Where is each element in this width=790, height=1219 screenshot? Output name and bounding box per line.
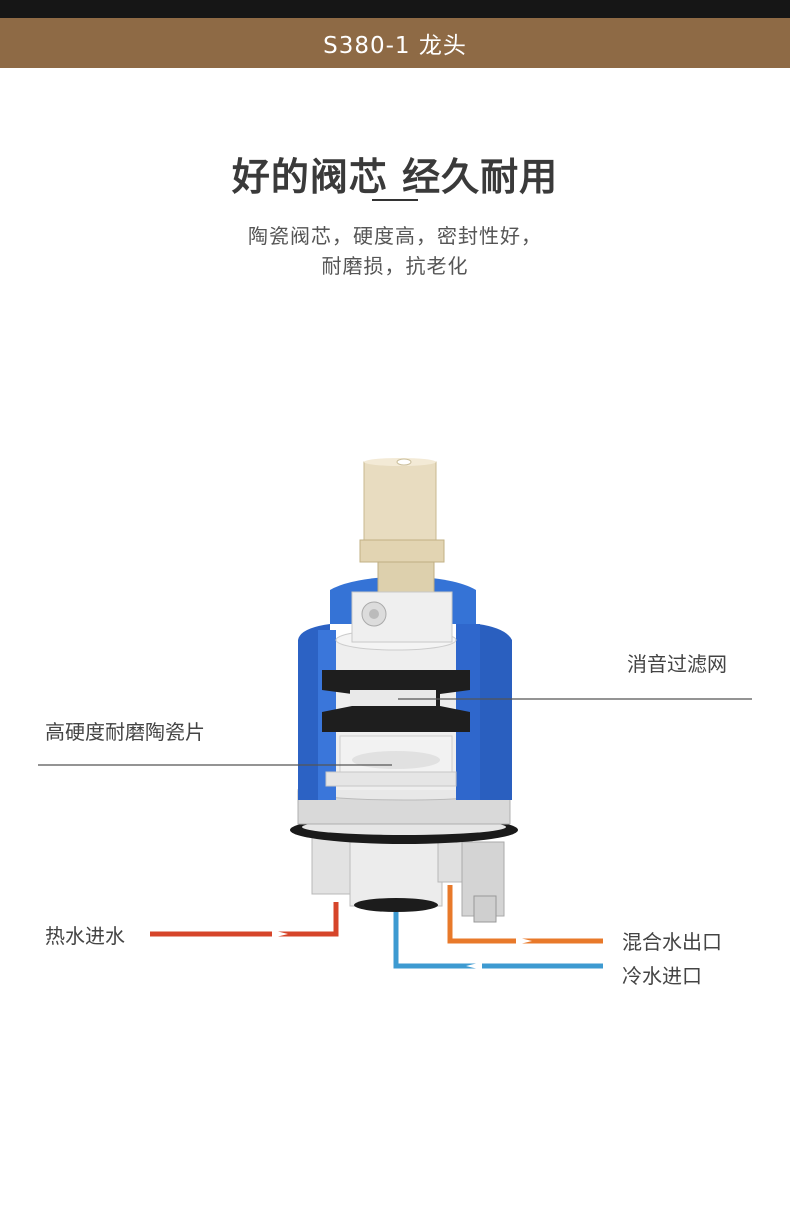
cold-flow-arrow xyxy=(466,962,482,970)
ceramic-disc xyxy=(325,735,457,787)
cold-water-pipe xyxy=(393,912,603,969)
top-bar xyxy=(0,0,790,18)
hot-flow-arrow xyxy=(272,930,288,938)
shaft xyxy=(351,591,453,643)
mixed-water-outlet-label: 混合水出口 xyxy=(622,930,722,954)
headline: 好的阀芯 经久耐用 xyxy=(231,155,559,199)
cartridge-base xyxy=(311,831,505,923)
subtitle-line-2: 耐磨损，抗老化 xyxy=(321,254,469,278)
silencer-filter-label: 消音过滤网 xyxy=(627,652,727,676)
hot-water-inlet-label: 热水进水 xyxy=(45,924,125,948)
silencer-filter xyxy=(322,670,470,732)
valve-stem xyxy=(359,458,445,593)
product-banner: S380-1 龙头 xyxy=(0,18,790,68)
hot-water-pipe xyxy=(150,902,339,937)
ceramic-disc-label: 高硬度耐磨陶瓷片 xyxy=(45,720,205,744)
subtitle-line-1: 陶瓷阀芯，硬度高，密封性好， xyxy=(248,224,542,248)
mixed-water-pipe xyxy=(447,885,603,944)
headline-underline xyxy=(372,199,418,201)
banner-title: S380-1 龙头 xyxy=(323,33,467,59)
mixed-flow-arrow xyxy=(516,937,532,945)
cold-water-inlet-label: 冷水进口 xyxy=(622,964,702,988)
